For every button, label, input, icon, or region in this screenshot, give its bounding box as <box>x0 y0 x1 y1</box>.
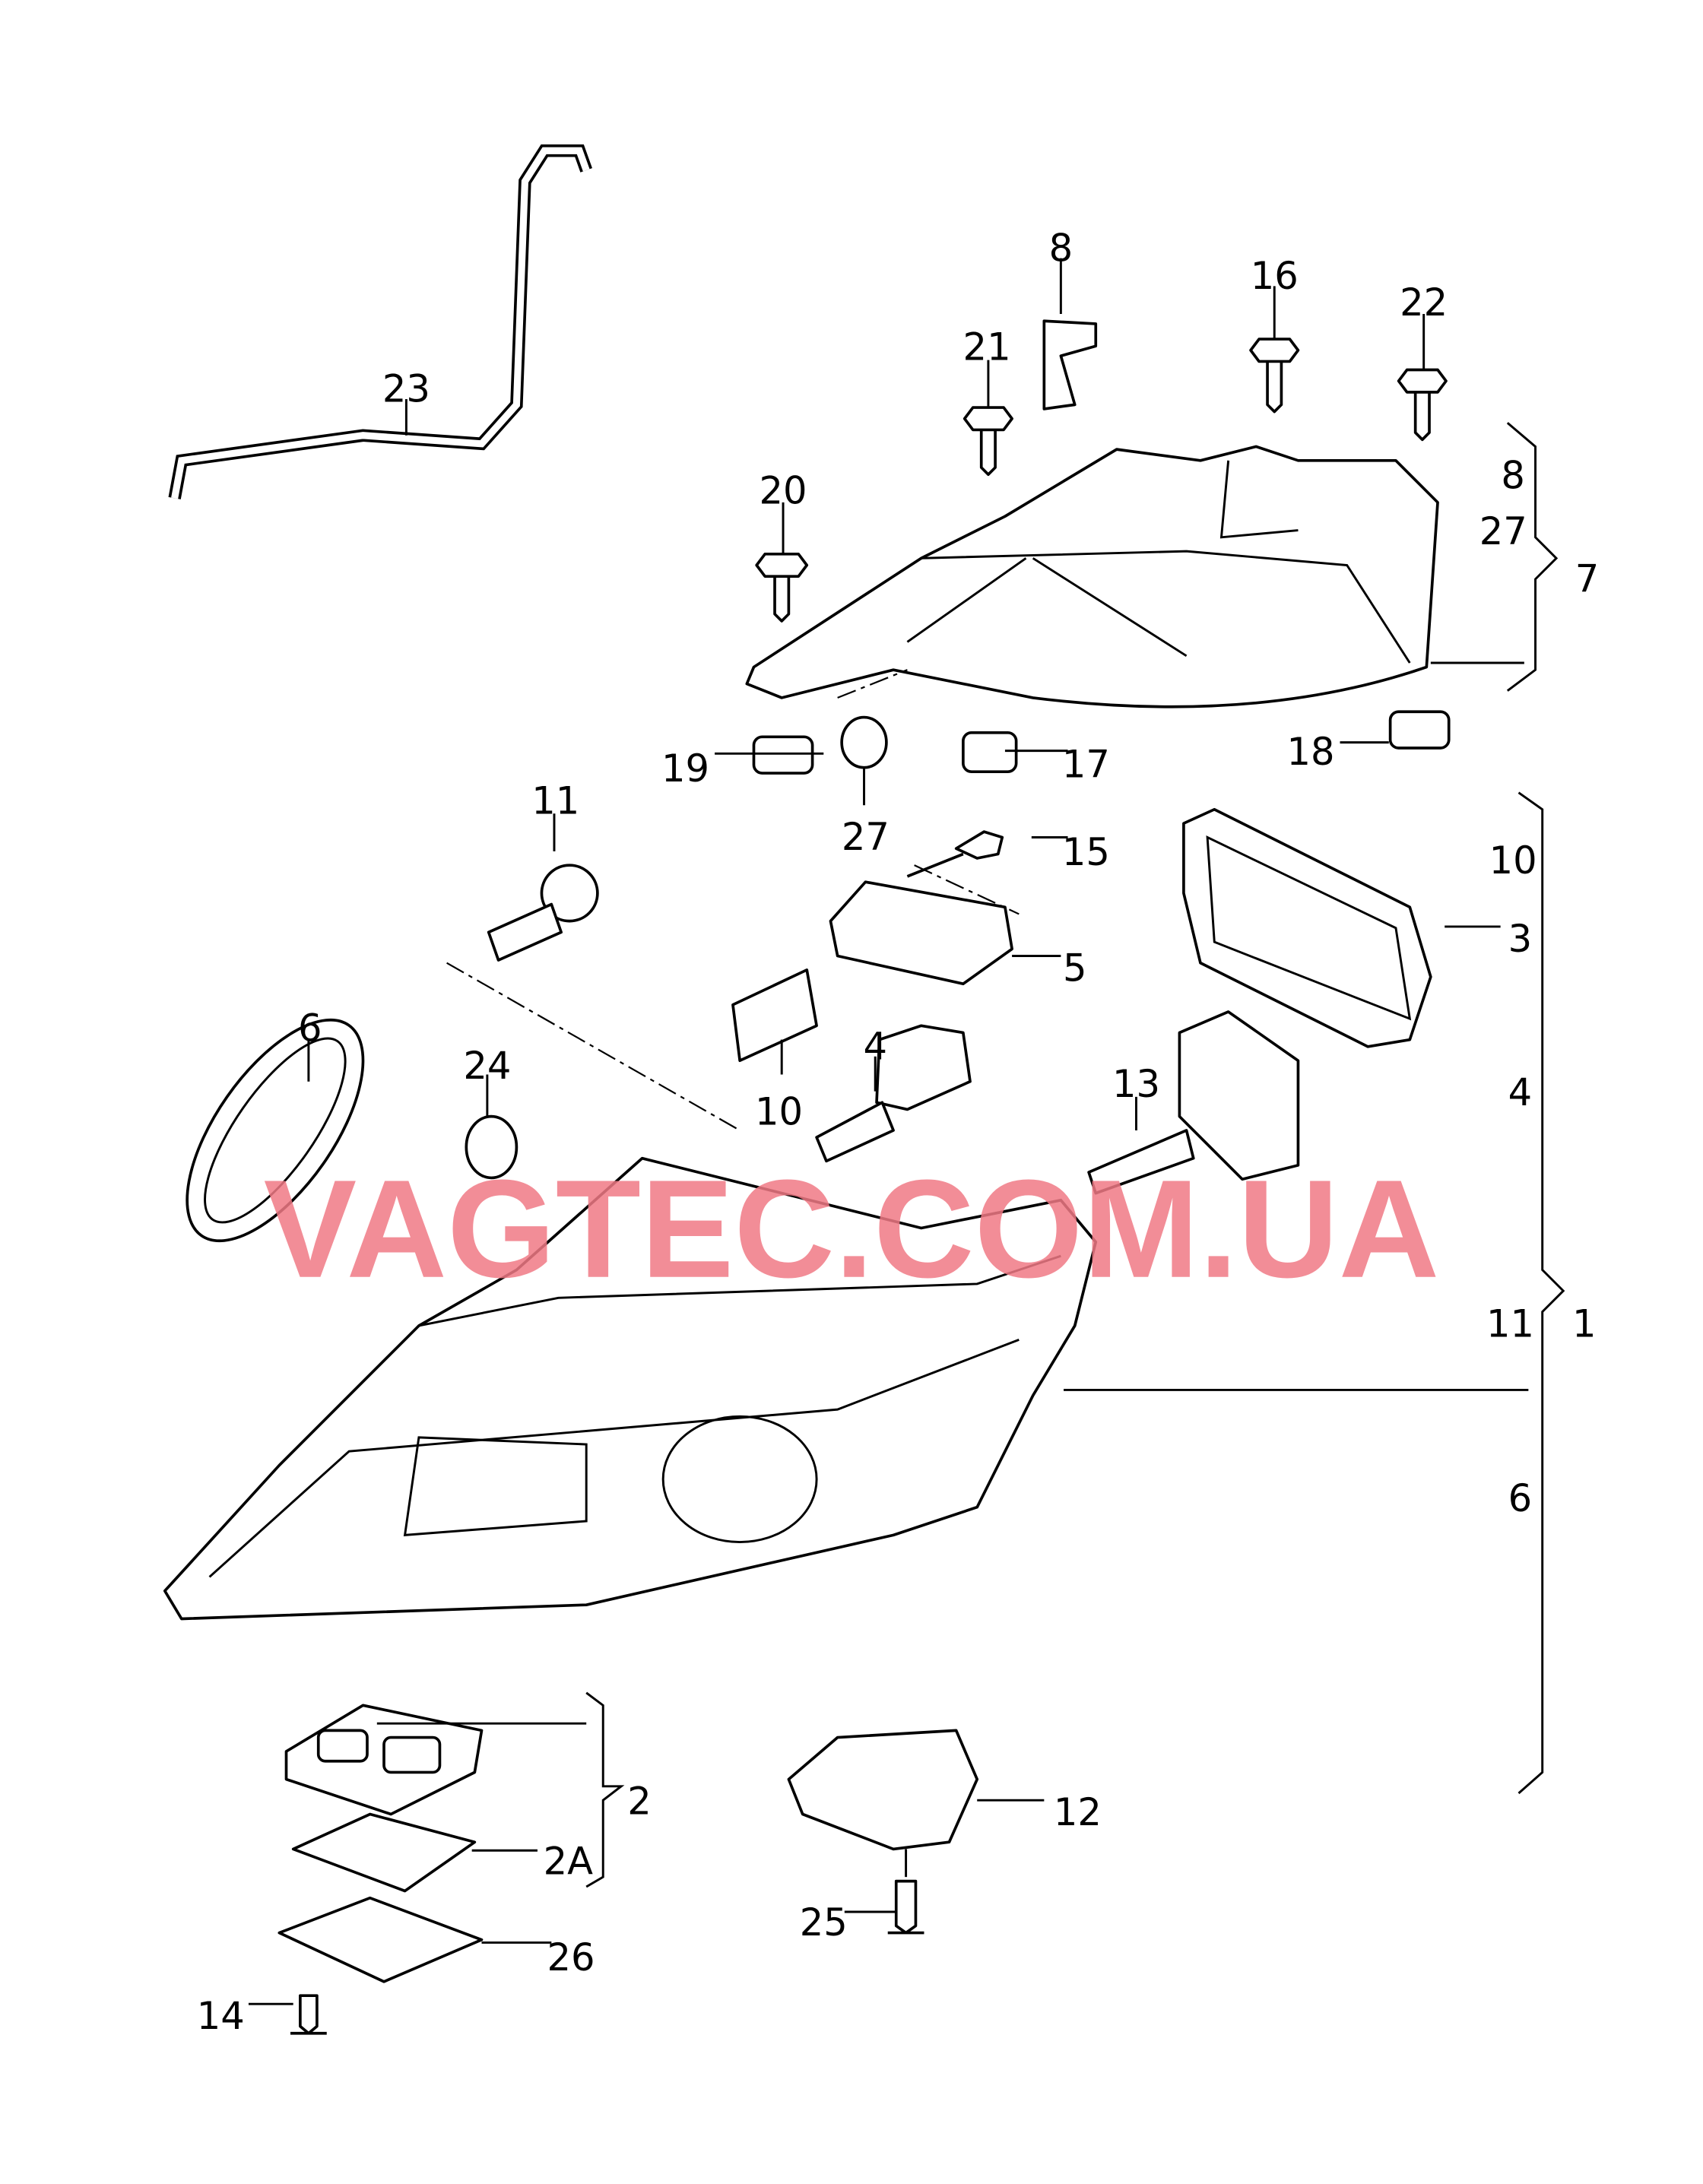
callout-6: 6 <box>1508 1476 1533 1520</box>
callout-5: 5 <box>1063 946 1087 991</box>
callout-27: 27 <box>842 815 890 859</box>
callout-1: 1 <box>1572 1302 1597 1346</box>
bulb-h7 <box>487 864 599 962</box>
callout-18: 18 <box>1286 730 1334 774</box>
callout-10: 10 <box>755 1090 803 1134</box>
callout-7: 7 <box>1575 556 1600 601</box>
callout-21: 21 <box>963 325 1011 369</box>
screw-icons <box>290 338 1448 2035</box>
callout-8: 8 <box>1501 454 1525 498</box>
grommet-27 <box>840 715 888 769</box>
callout-23: 23 <box>382 367 430 411</box>
bracket-part <box>745 445 1439 708</box>
mount-19 <box>752 735 814 775</box>
bulb-4 <box>815 1024 972 1163</box>
callout-4: 4 <box>863 1024 887 1068</box>
callout-2: 2 <box>627 1780 652 1824</box>
cover-cap-5 <box>829 880 1013 986</box>
callout-4: 4 <box>1508 1070 1533 1114</box>
callout-15: 15 <box>1062 830 1110 874</box>
mount-17 <box>962 731 1018 774</box>
ring-6 <box>186 1018 365 1243</box>
control-unit-2 <box>277 1704 484 1983</box>
clip-8 <box>1042 319 1098 410</box>
callout-13: 13 <box>1112 1062 1160 1106</box>
callout-2A: 2A <box>544 1839 594 1883</box>
callout-3: 3 <box>1508 917 1533 961</box>
module-10 <box>731 968 818 1063</box>
callout-8: 8 <box>1049 226 1073 270</box>
callout-22: 22 <box>1400 281 1448 325</box>
callout-11: 11 <box>1486 1302 1534 1346</box>
mount-18 <box>1388 710 1451 750</box>
callout-10: 10 <box>1489 838 1537 883</box>
callout-11: 11 <box>531 778 579 823</box>
watermark: VAGTEC.COM.UA <box>264 1151 1440 1307</box>
callout-6: 6 <box>298 1006 322 1050</box>
headlight-housing <box>163 1156 1098 1621</box>
seal-3 <box>1182 807 1432 1048</box>
callout-20: 20 <box>760 469 807 513</box>
callout-27: 27 <box>1479 509 1527 553</box>
callout-12: 12 <box>1054 1790 1102 1834</box>
callout-19: 19 <box>661 746 709 791</box>
callout-16: 16 <box>1251 254 1299 298</box>
callout-14: 14 <box>197 1994 245 2038</box>
xenon-bulb-13 <box>1087 1010 1300 1195</box>
callout-26: 26 <box>547 1935 595 1980</box>
callout-25: 25 <box>800 1900 848 1945</box>
bulb-24 <box>465 1114 519 1180</box>
ballast-12 <box>787 1729 979 1851</box>
callout-24: 24 <box>463 1044 511 1088</box>
callout-17: 17 <box>1062 743 1110 787</box>
